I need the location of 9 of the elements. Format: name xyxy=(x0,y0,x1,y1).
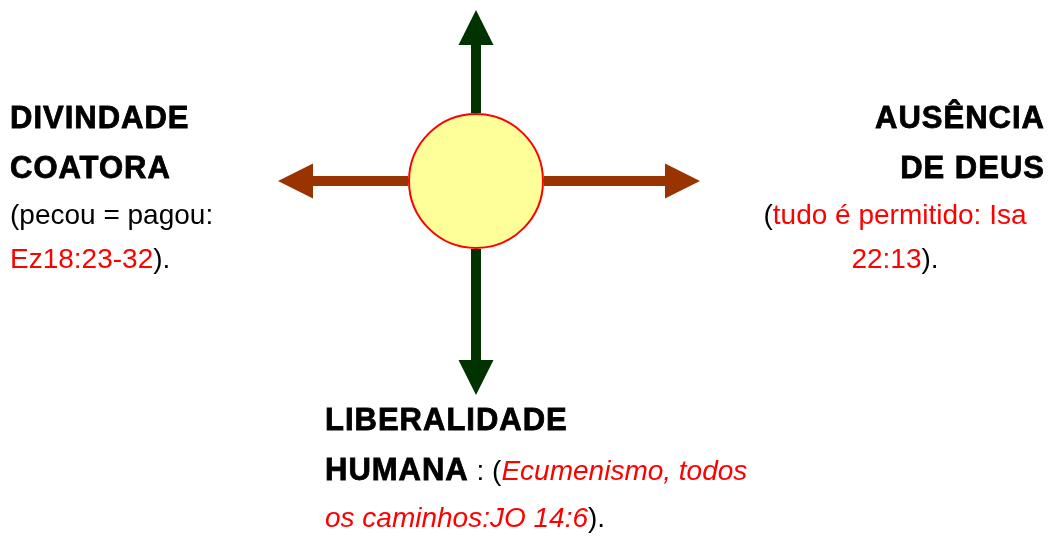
concept-note: (tudo é permitido: Isa 22:13). xyxy=(762,198,1028,276)
arrow xyxy=(544,163,700,199)
concept-heading: DIVINDADE COATORA xyxy=(10,99,191,187)
arrow xyxy=(278,163,408,199)
arrow xyxy=(458,249,494,395)
concept-heading: AUSÊNCIA DE DEUS xyxy=(874,98,1045,187)
arrow xyxy=(458,10,494,113)
concept-text: LIBERALIDADE HUMANA : (Ecumenismo, todos os caminhos:JO 14:6). xyxy=(325,401,749,535)
concept-note: (pecou = pagou: Ez18:23-32). xyxy=(10,198,215,276)
